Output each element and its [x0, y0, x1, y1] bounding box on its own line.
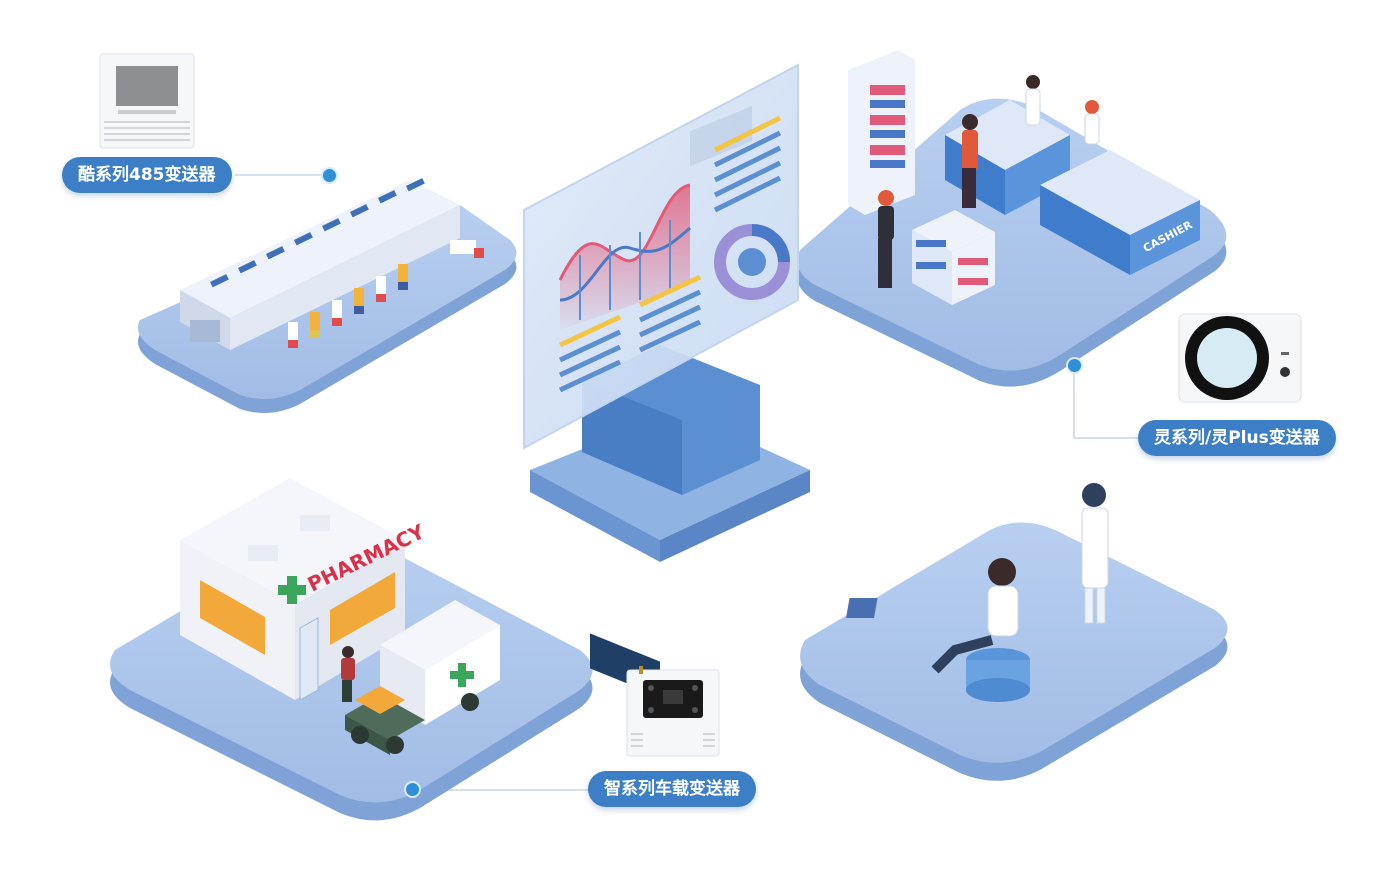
office-platform	[800, 483, 1228, 781]
zhi-series-label[interactable]: 智系列车载变送器	[588, 771, 756, 807]
doctor-icon	[1081, 483, 1109, 624]
donut-chart-icon	[714, 224, 790, 300]
medicine-rack-icon	[912, 210, 995, 305]
cool-series-dot	[321, 167, 338, 184]
cool-series-label[interactable]: 酷系列485变送器	[62, 157, 232, 193]
pharmacy-platform: PHARMACY	[110, 478, 593, 821]
cool-series-device	[98, 52, 196, 150]
shoppers-icon	[878, 75, 1100, 288]
ling-series-device	[1177, 312, 1303, 404]
shelf-icon	[848, 50, 915, 215]
ling-series-dot	[1066, 357, 1083, 374]
courier-icon	[341, 646, 355, 702]
dashboard-monitor	[523, 63, 810, 697]
warehouse-platform	[137, 178, 517, 413]
wave-chart-icon	[558, 183, 691, 330]
truck-row-icon	[288, 240, 484, 348]
pharmacy-building-icon: PHARMACY	[180, 478, 429, 701]
medical-cross-icon	[278, 576, 306, 604]
seated-person-icon	[846, 558, 1030, 702]
zhi-series-dot	[404, 781, 421, 798]
delivery-truck-icon	[345, 600, 500, 755]
warehouse-building-icon	[180, 178, 460, 350]
counter-icon: CASHIER	[945, 100, 1200, 275]
text-lines-icon	[558, 115, 782, 393]
store-platform: CASHIER	[797, 50, 1227, 387]
ling-series-label[interactable]: 灵系列/灵Plus变送器	[1138, 420, 1336, 456]
zhi-series-device	[625, 664, 721, 758]
